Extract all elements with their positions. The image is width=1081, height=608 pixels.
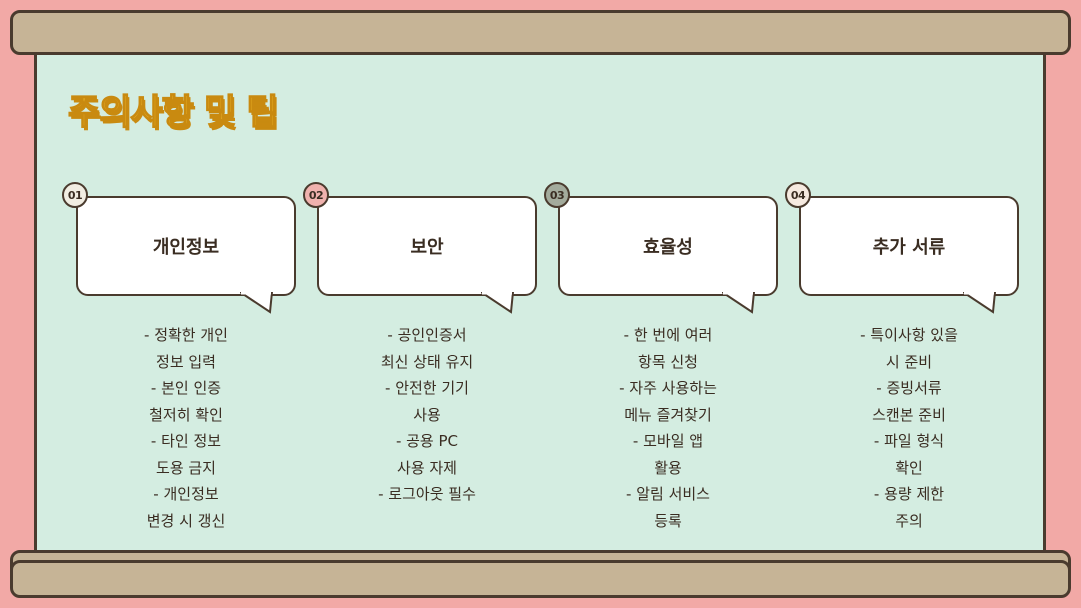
scroll-bottom-bar — [10, 560, 1071, 598]
card-label: 추가 서류 — [872, 237, 946, 258]
number-badge: 04 — [785, 182, 811, 208]
board-panel — [34, 44, 1046, 564]
card-personal-info: 개인정보 01 — [62, 182, 306, 322]
tips-security: - 공인인증서 최신 상태 유지 - 안전한 기기 사용 - 공용 PC 사용 … — [378, 326, 476, 503]
card-additional-documents: 추가 서류 04 — [785, 182, 1029, 322]
card-security: 보안 02 — [303, 182, 547, 322]
speech-bubble: 추가 서류 — [799, 196, 1019, 296]
bubble-tail — [481, 292, 515, 314]
page-title: 주의사항 및 팁 — [67, 92, 279, 134]
speech-bubble: 개인정보 — [76, 196, 296, 296]
bubble-tail — [240, 292, 274, 314]
card-label: 개인정보 — [152, 237, 220, 258]
number-badge: 01 — [62, 182, 88, 208]
card-label: 보안 — [410, 237, 444, 258]
card-efficiency: 효율성 03 — [544, 182, 788, 322]
speech-bubble: 효율성 — [558, 196, 778, 296]
number-badge: 02 — [303, 182, 329, 208]
number-badge: 03 — [544, 182, 570, 208]
scroll-top-bar — [10, 10, 1071, 55]
tips-efficiency: - 한 번에 여러 항목 신청 - 자주 사용하는 메뉴 즐겨찾기 - 모바일 … — [619, 326, 717, 530]
tips-additional-documents: - 특이사항 있을 시 준비 - 증빙서류 스캔본 준비 - 파일 형식 확인 … — [860, 326, 958, 530]
bubble-tail — [722, 292, 756, 314]
bubble-tail — [963, 292, 997, 314]
speech-bubble: 보안 — [317, 196, 537, 296]
tips-personal-info: - 정확한 개인 정보 입력 - 본인 인증 철저히 확인 - 타인 정보 도용… — [144, 326, 228, 530]
card-label: 효율성 — [643, 237, 693, 258]
